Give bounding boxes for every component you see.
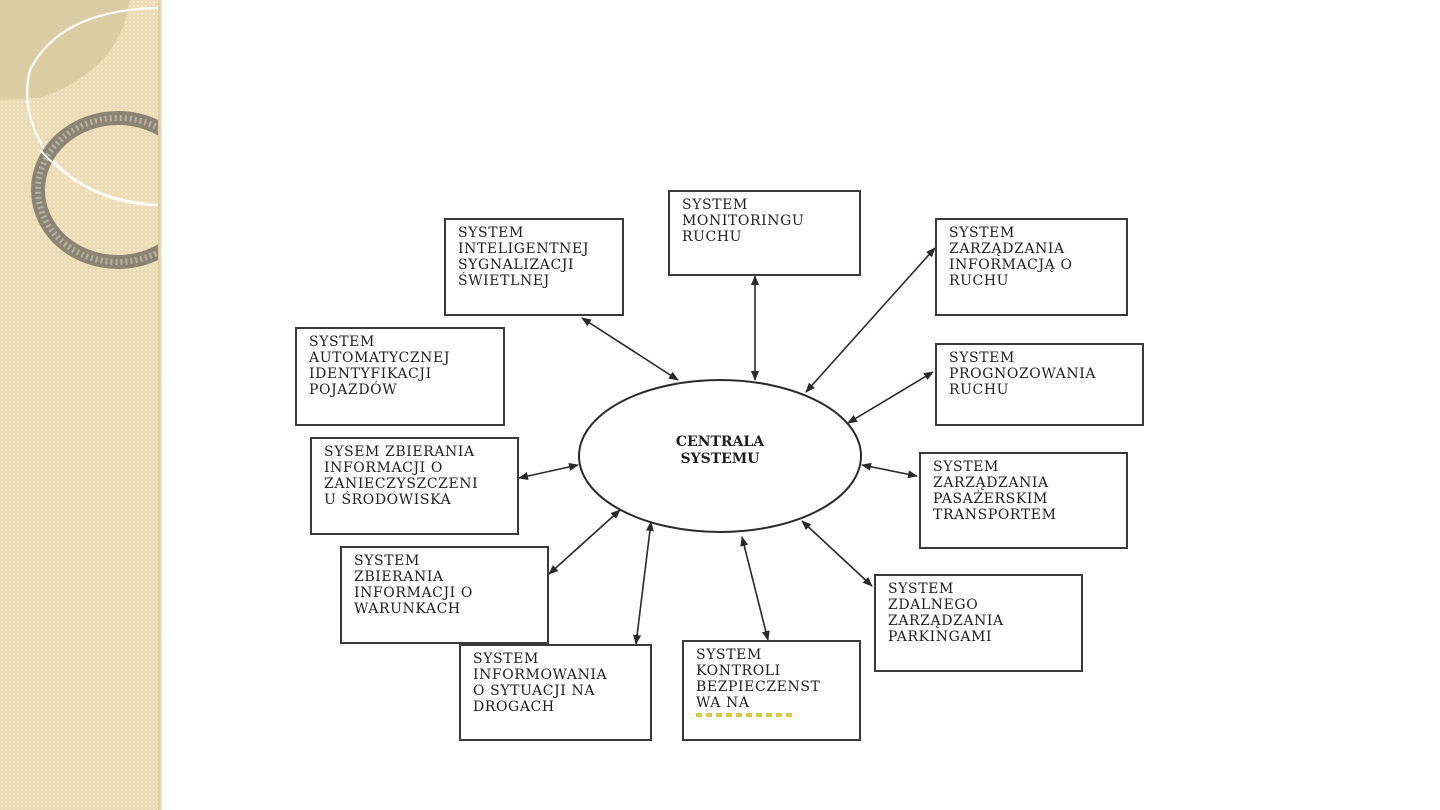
node-line: PROGNOZOWANIA	[949, 366, 1097, 382]
node-line: AUTOMATYCZNEJ	[309, 350, 451, 366]
node-line: ZARZĄDZANIA	[888, 613, 1004, 629]
connector-sytuacja-drogi	[633, 521, 654, 645]
node-line: ZARZĄDZANIA	[933, 475, 1049, 491]
node-line: SYGNALIZACJI	[458, 257, 575, 273]
node-line: SYSTEM	[682, 197, 748, 213]
connector-warunki	[548, 509, 621, 575]
node-line: POJAZDÓW	[309, 382, 398, 398]
cut-off-text-remnant	[696, 713, 792, 717]
node-line: INFORMACJĄ O	[949, 257, 1073, 273]
node-line: PASAŻERSKIM	[933, 491, 1048, 507]
connector-zanieczyszczenie	[518, 463, 579, 480]
node-line: SYSTEM	[473, 651, 539, 667]
center-label-line: CENTRALA	[675, 434, 765, 450]
node-line: TRANSPORTEM	[933, 507, 1057, 523]
node-line: DROGACH	[473, 699, 555, 715]
connector-bezpieczenstwo	[740, 536, 770, 641]
node-zarzadzanie-informacja: SYSTEM ZARZĄDZANIA INFORMACJĄ O RUCHU	[935, 218, 1128, 316]
node-line: SYSTEM	[933, 459, 999, 475]
node-line: SYSTEM	[949, 225, 1015, 241]
node-bezpieczenstwo: SYSTEM KONTROLI BEZPIECZENST WA NA	[682, 640, 861, 741]
node-line: SYSTEM	[949, 350, 1015, 366]
node-line: IDENTYFIKACJI	[309, 366, 432, 382]
node-line: WARUNKACH	[354, 601, 461, 617]
decorative-rings	[0, 0, 158, 269]
node-zanieczyszczenie: SYSEM ZBIERANIA INFORMACJI O ZANIECZYSZC…	[310, 437, 519, 535]
node-line: RUCHU	[682, 229, 743, 245]
node-monitoring: SYSTEM MONITORINGU RUCHU	[668, 190, 861, 276]
node-line: KONTROLI	[696, 663, 781, 679]
node-parkingi: SYSTEM ZDALNEGO ZARZĄDZANIA PARKINGAMI	[874, 574, 1083, 672]
connector-zarzadzanie-informacja	[805, 247, 936, 393]
node-line: INFORMACJI O	[324, 460, 443, 476]
connector-parkingi	[801, 520, 873, 587]
node-line: U ŚRODOWISKA	[324, 492, 452, 508]
center-ellipse	[578, 379, 862, 533]
node-line: INFORMOWANIA	[473, 667, 608, 683]
center-node-label: CENTRALA SYSTEMU	[620, 434, 820, 468]
node-line: WA NA	[696, 695, 750, 711]
node-line: SYSTEM	[354, 553, 420, 569]
node-line: O SYTUACJI NA	[473, 683, 596, 699]
node-line: ZBIERANIA	[354, 569, 444, 585]
node-line: ZANIECZYSZCZENI	[324, 476, 479, 492]
node-line: MONITORINGU	[682, 213, 805, 229]
node-line: SYSEM ZBIERANIA	[324, 444, 475, 460]
node-line: INTELIGENTNEJ	[458, 241, 590, 257]
node-prognozowanie: SYSTEM PROGNOZOWANIA RUCHU	[935, 343, 1144, 426]
node-sytuacja-drogi: SYSTEM INFORMOWANIA O SYTUACJI NA DROGAC…	[459, 644, 652, 741]
node-line: ZDALNEGO	[888, 597, 979, 613]
decorative-side-panel	[0, 0, 158, 810]
node-identyfikacja: SYSTEM AUTOMATYCZNEJ IDENTYFIKACJI POJAZ…	[295, 327, 505, 426]
node-transport-pasazerski: SYSTEM ZARZĄDZANIA PASAŻERSKIM TRANSPORT…	[919, 452, 1128, 549]
node-line: SYSTEM	[888, 581, 954, 597]
side-panel-edge	[158, 0, 162, 810]
node-line: RUCHU	[949, 382, 1010, 398]
node-warunki: SYSTEM ZBIERANIA INFORMACJI O WARUNKACH	[340, 546, 549, 644]
connector-sygnalizacja	[581, 317, 679, 381]
node-line: INFORMACJI O	[354, 585, 473, 601]
node-line: ZARZĄDZANIA	[949, 241, 1065, 257]
node-line: BEZPIECZENST	[696, 679, 821, 695]
connector-transport-pasazerski	[861, 462, 918, 479]
center-label-line: SYSTEMU	[680, 451, 760, 467]
node-line: SYSTEM	[696, 647, 762, 663]
connector-prognozowanie	[847, 371, 934, 424]
node-sygnalizacja: SYSTEM INTELIGENTNEJ SYGNALIZACJI ŚWIETL…	[444, 218, 624, 316]
node-line: ŚWIETLNEJ	[458, 273, 550, 289]
node-line: SYSTEM	[309, 334, 375, 350]
node-line: PARKINGAMI	[888, 629, 993, 645]
node-line: RUCHU	[949, 273, 1010, 289]
node-line: SYSTEM	[458, 225, 524, 241]
